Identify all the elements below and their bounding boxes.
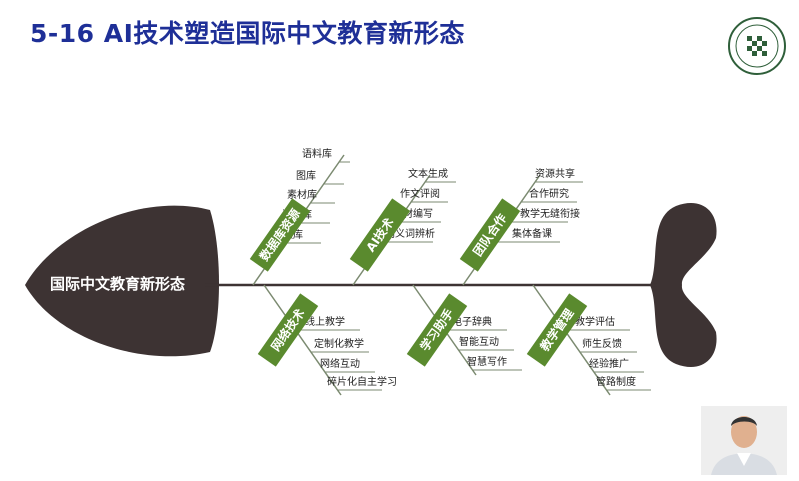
branch-item: 电子辞典 bbox=[452, 317, 492, 328]
branch-item: 定制化教学 bbox=[314, 339, 364, 350]
slide-title: 5-16 AI技术塑造国际中文教育新形态 bbox=[30, 19, 465, 48]
branch-item: 智慧写作 bbox=[467, 357, 507, 368]
branch-item: 教材编写 bbox=[393, 209, 433, 220]
branch-item: 网络互动 bbox=[320, 359, 360, 370]
branch-item: 素材库 bbox=[287, 190, 317, 201]
branch-item: 教学评估 bbox=[575, 317, 615, 328]
branch-item: 语料库 bbox=[302, 149, 332, 160]
branch-item: 经验推广 bbox=[589, 359, 629, 370]
branch-item: 教学无缝衔接 bbox=[520, 209, 580, 220]
branch-item: 师生反馈 bbox=[582, 339, 622, 350]
presenter-video bbox=[701, 406, 787, 475]
branch-item: 文本生成 bbox=[408, 169, 448, 180]
branch-item: 资源共享 bbox=[535, 169, 575, 180]
branch-item: 碎片化自主学习 bbox=[327, 377, 397, 388]
branch-item: 合作研究 bbox=[529, 189, 569, 200]
branch-item: 智能互动 bbox=[459, 337, 499, 348]
branch-item: 集体备课 bbox=[512, 229, 552, 240]
branch-item: 图库 bbox=[296, 171, 316, 182]
branch-item: 作文评阅 bbox=[400, 189, 440, 200]
fishbone-head-label: 国际中文教育新形态 bbox=[49, 275, 185, 293]
branch-item: 同义词辨析 bbox=[385, 229, 435, 240]
fish-head bbox=[25, 205, 219, 357]
branch-line bbox=[532, 284, 611, 396]
branch-line bbox=[263, 284, 342, 396]
branch-item: 管路制度 bbox=[596, 377, 636, 388]
university-logo bbox=[728, 17, 786, 75]
fish-tail bbox=[650, 202, 717, 368]
branch-item: 线上教学 bbox=[305, 317, 345, 328]
